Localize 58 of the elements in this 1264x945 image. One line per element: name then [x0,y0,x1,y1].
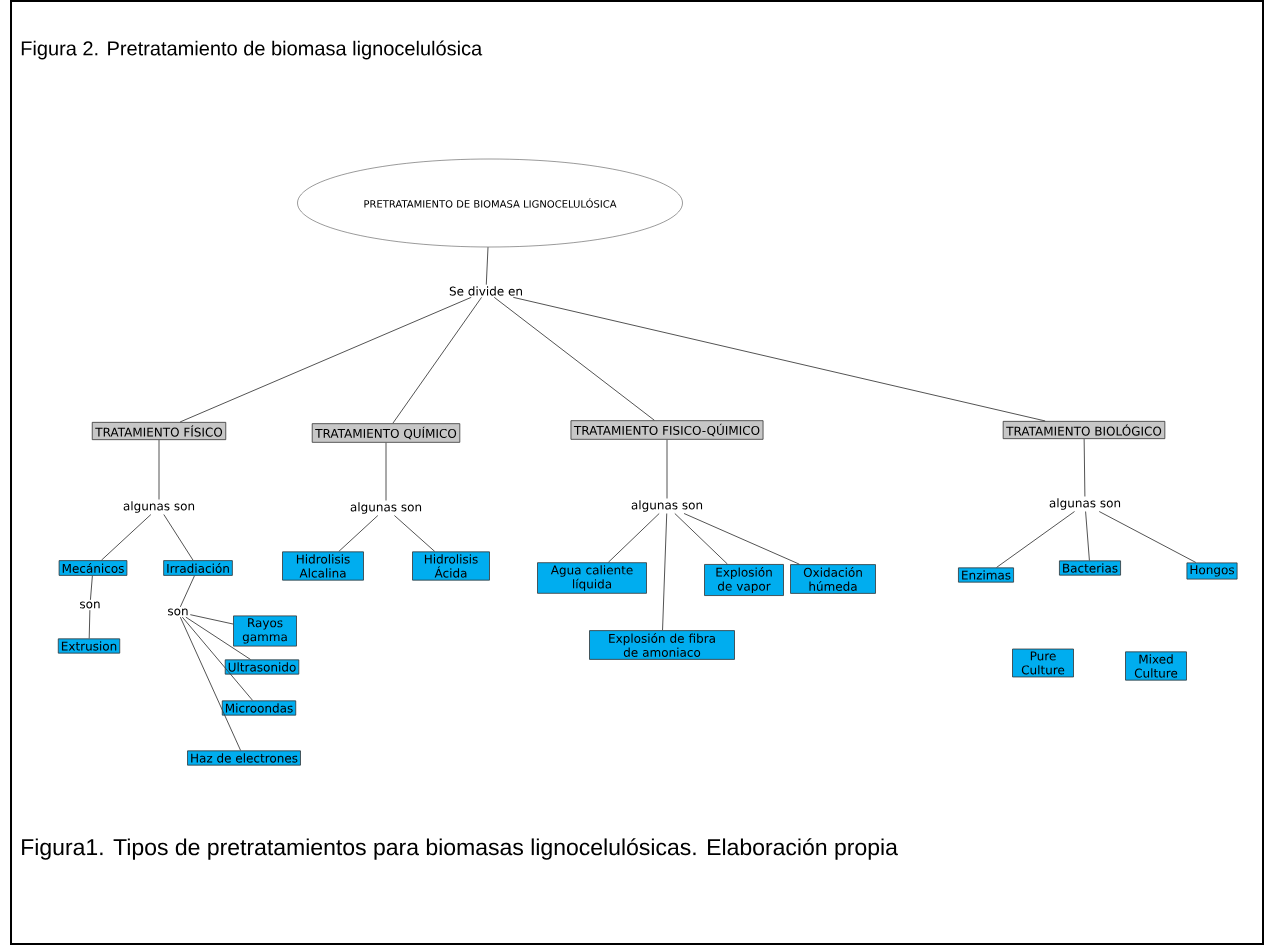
concept-box: Bacterias [1059,560,1121,576]
concept-box: Enzimas [958,567,1014,583]
connector-line [385,442,387,501]
linking-phrase: son [77,600,103,610]
concept-box: Microondas [221,700,297,716]
linking-phrase: Se divide en [447,284,525,298]
connector-line [179,575,195,608]
category-box: TRATAMIENTO BIOLÓGICO [1002,420,1166,440]
connector-line [493,296,655,421]
concept-box: Explosión de vapor [704,564,784,596]
concept-box: Haz de electrones [187,750,301,766]
concept-box: Ultrasonido [224,659,300,675]
connector-line [158,439,160,500]
connector-line [101,514,152,561]
connector-line [185,616,251,660]
connector-line [1083,438,1086,497]
connector-line [683,513,800,565]
connector-line [1098,511,1197,563]
linking-phrase: algunas son [121,499,197,515]
connector-line [338,515,379,552]
concept-box: Rayos gamma [233,615,297,647]
category-box: TRATAMIENTO FISICO-QÚIMICO [570,420,764,440]
connector-line [179,616,242,751]
connector-line [392,296,482,424]
linking-phrase: algunas son [348,500,424,516]
connector-line [674,513,728,565]
connector-line [189,614,234,625]
connector-line [1085,511,1090,561]
linking-phrase: algunas son [629,498,705,514]
figure-title: Figura 2. Pretratamiento de biomasa lignocelulósica [21,40,483,60]
connector-line [179,296,472,423]
linking-phrase: algunas son [1047,496,1123,512]
concept-box: Extrusion [57,638,121,654]
concept-box: Pure Culture [1012,648,1074,678]
concept-box: Oxidación húmeda [790,564,876,594]
connector-line [181,616,254,701]
connector-line [512,296,1046,422]
concept-box: Hidrolisis Alcalina [282,551,364,581]
concept-box: Mecánicos [58,560,128,576]
connector-line [393,515,436,552]
connector-line [662,513,668,631]
connector-line [88,609,91,639]
connector-line [90,575,93,601]
concept-box: Explosión de fibra de amoniaco [589,630,735,660]
concept-box: Irradiación [163,560,233,576]
concept-box: Agua caliente líquida [537,562,647,594]
connector-line [996,511,1075,568]
connector-line [607,513,660,563]
category-box: TRATAMIENTO FÍSICO [91,421,227,441]
concept-box: Mixed Culture [1125,651,1187,681]
connector-line [666,439,668,499]
linking-phrase: son [165,607,191,617]
category-box: TRATAMIENTO QUÍMICO [311,423,461,443]
concept-box: Hongos [1186,562,1238,580]
figure-caption: Figura1. Tipos de pretratamientos para biomasas lignocelulósicas. Elaboración propia [22,838,898,860]
connector-line [163,514,194,561]
connector-line [485,246,489,286]
concept-box: Hidrolisis Ácida [412,551,490,581]
